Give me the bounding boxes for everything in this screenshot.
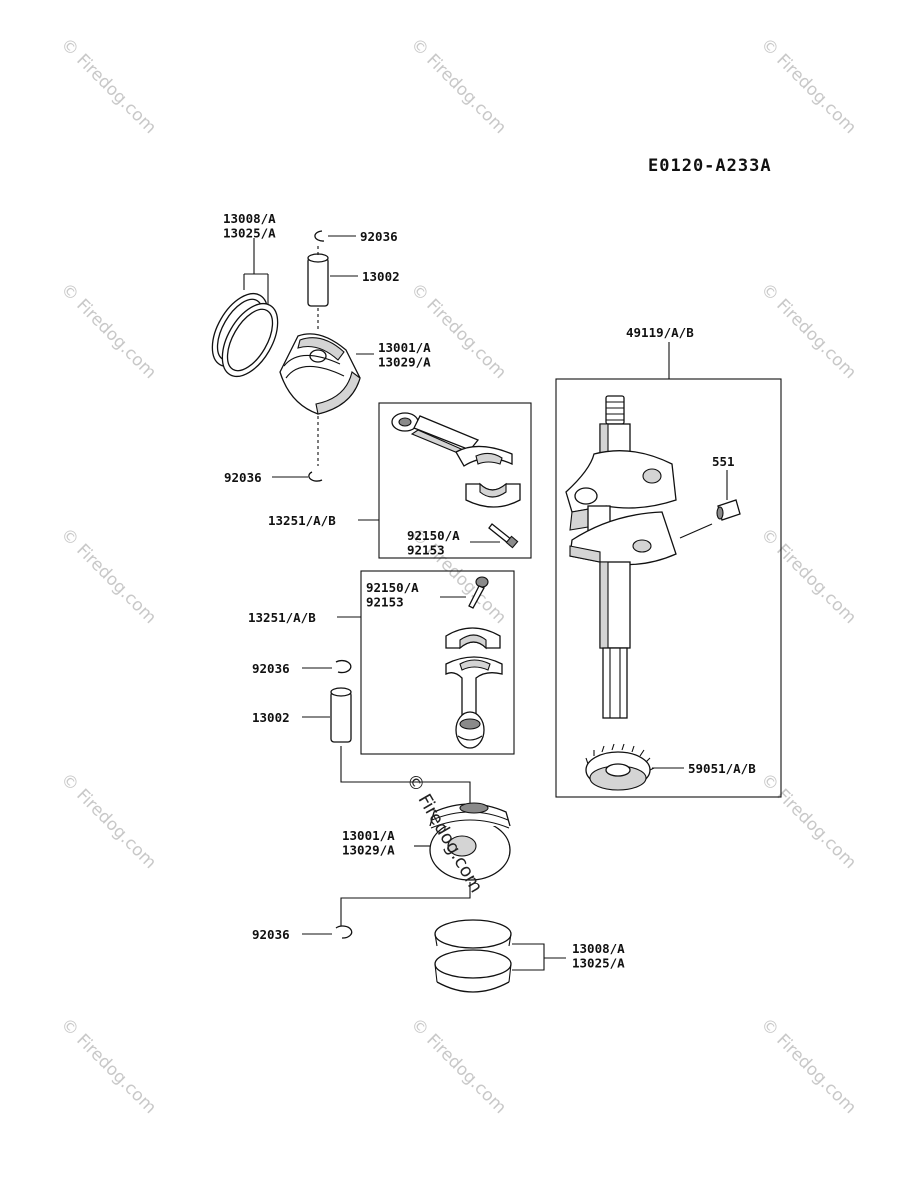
label-crankshaft-gear: 59051/A/B	[688, 761, 756, 776]
watermark: © Firedog.com	[56, 524, 160, 628]
circlip-lower-top	[335, 659, 352, 674]
label-upper-circlip-bottom: 92036	[224, 470, 262, 485]
crankshaft-box	[555, 378, 782, 798]
conrod-cap-lower	[445, 627, 501, 650]
label-lower-pin: 13002	[252, 710, 290, 725]
crankshaft-gear	[585, 743, 655, 791]
label-upper-pin: 13002	[362, 269, 400, 284]
piston-rings-lower	[434, 919, 512, 993]
piston-pin-upper	[307, 253, 329, 307]
label-crankshaft-key: 551	[712, 454, 735, 469]
label-crankshaft: 49119/A/B	[626, 325, 694, 340]
piston-lower	[429, 802, 511, 881]
piston-rings-upper	[211, 293, 279, 377]
watermark: © Firedog.com	[406, 1014, 510, 1118]
circlip-upper-top	[314, 230, 325, 242]
label-lower-circlip-bottom: 92036	[252, 927, 290, 942]
connecting-rod-upper	[391, 412, 513, 467]
crankshaft	[565, 395, 677, 719]
watermark: © Firedog.com	[56, 34, 160, 138]
conrod-cap-upper	[465, 482, 521, 508]
crankshaft-key	[716, 499, 741, 521]
label-lower-circlip-top: 92036	[252, 661, 290, 676]
watermark: © Firedog.com	[56, 769, 160, 873]
crankshaft-group: 49119/A/B	[555, 325, 782, 798]
connecting-rod-lower	[445, 656, 503, 749]
watermark: © Firedog.com	[756, 769, 860, 873]
label-conrod-lower: 13251/A/B	[248, 610, 316, 625]
label-conrod-upper: 13251/A/B	[268, 513, 336, 528]
circlip-lower-bottom	[335, 925, 353, 939]
conrod-bolt-upper	[488, 523, 519, 549]
label-upper-circlip-top: 92036	[360, 229, 398, 244]
diagram-code: E0120-A233A	[648, 156, 772, 176]
watermark: © Firedog.com	[756, 34, 860, 138]
conrod-bolt-lower	[468, 576, 489, 609]
circlip-upper-bottom	[308, 471, 323, 482]
watermark: © Firedog.com	[756, 524, 860, 628]
watermark: © Firedog.com	[756, 1014, 860, 1118]
conrod-upper-box	[378, 402, 532, 559]
conrod-lower-box	[360, 570, 515, 755]
piston-upper	[279, 333, 361, 415]
piston-pin-lower	[330, 687, 352, 743]
watermark: © Firedog.com	[56, 279, 160, 383]
watermark: © Firedog.com	[406, 34, 510, 138]
watermark: © Firedog.com	[756, 279, 860, 383]
watermark: © Firedog.com	[56, 1014, 160, 1118]
